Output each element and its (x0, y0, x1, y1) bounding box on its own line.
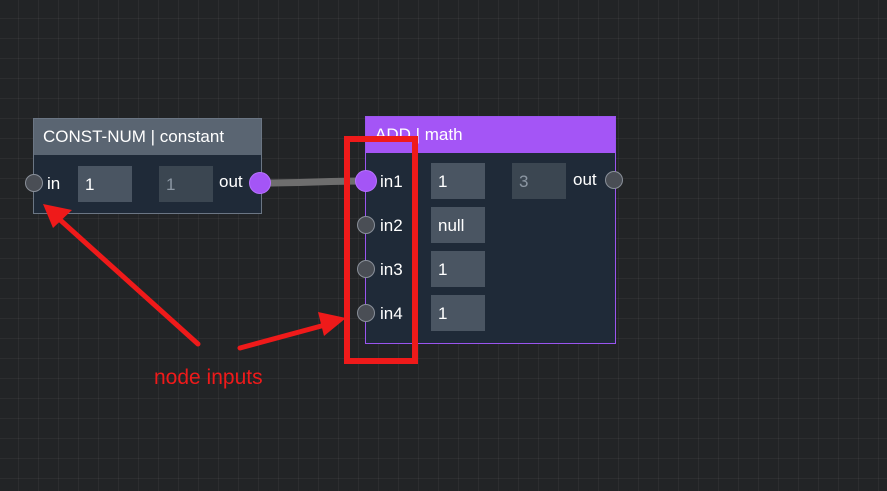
add-in2-value-field[interactable]: null (431, 207, 485, 243)
const-num-in-value-field[interactable]: 1 (78, 166, 132, 202)
add-in4-port[interactable] (357, 304, 375, 322)
add-in3-value-field[interactable]: 1 (431, 251, 485, 287)
const-num-out-value-readout: 1 (159, 166, 213, 202)
add-in1-port[interactable] (355, 170, 377, 192)
const-num-out-label: out (219, 172, 243, 191)
arrow-icon (237, 312, 346, 351)
add-in2-label: in2 (380, 216, 403, 235)
const-num-node-body (34, 155, 261, 213)
highlight-box (344, 136, 418, 364)
const-num-node-title[interactable]: CONST-NUM | constant (34, 119, 261, 155)
add-out-port[interactable] (605, 171, 623, 189)
add-node-body (366, 153, 615, 343)
add-in4-label: in4 (380, 304, 403, 323)
add-in3-port[interactable] (357, 260, 375, 278)
add-node[interactable]: ADD | math (365, 116, 616, 344)
add-out-value-readout: 3 (512, 163, 566, 199)
const-num-in-label: in (47, 174, 61, 193)
const-num-in-port[interactable] (25, 174, 43, 192)
annotation-text: node inputs (154, 366, 263, 389)
const-num-node[interactable]: CONST-NUM | constant (33, 118, 262, 214)
add-in2-port[interactable] (357, 216, 375, 234)
arrow-icon (43, 204, 201, 347)
add-node-title[interactable]: ADD | math (366, 117, 615, 153)
add-in1-value-field[interactable]: 1 (431, 163, 485, 199)
add-in1-label: in1 (380, 172, 403, 191)
connection-wire[interactable] (258, 177, 370, 187)
add-in4-value-field[interactable]: 1 (431, 295, 485, 331)
const-num-out-port[interactable] (249, 172, 271, 194)
add-in3-label: in3 (380, 260, 403, 279)
add-out-label: out (573, 170, 597, 189)
